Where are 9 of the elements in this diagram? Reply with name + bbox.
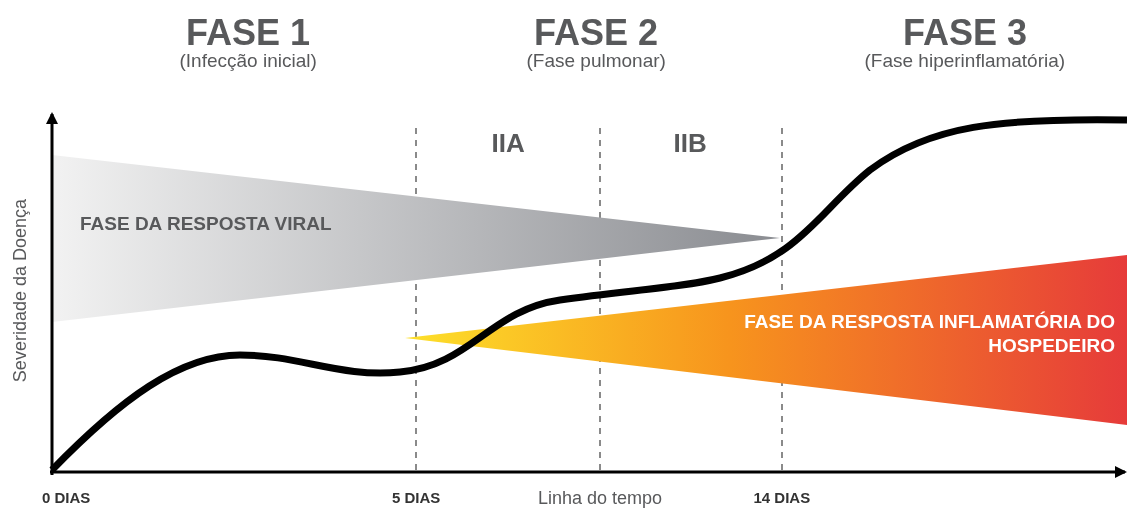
subphase-label: IIA <box>491 128 525 159</box>
wedge-label: FASE DA RESPOSTA INFLAMATÓRIA DO HOSPEDEIRO <box>743 310 1115 358</box>
tick-label: 5 DIAS <box>392 489 441 506</box>
tick-label: 14 DIAS <box>753 489 811 506</box>
tick-label: 0 DIAS <box>42 489 91 506</box>
subphase-label: IIB <box>673 128 707 159</box>
wedge-label: FASE DA RESPOSTA VIRAL <box>80 212 333 236</box>
axis-title: Linha do tempo <box>538 488 663 509</box>
axis-title: Severidade da Doença <box>9 198 31 382</box>
